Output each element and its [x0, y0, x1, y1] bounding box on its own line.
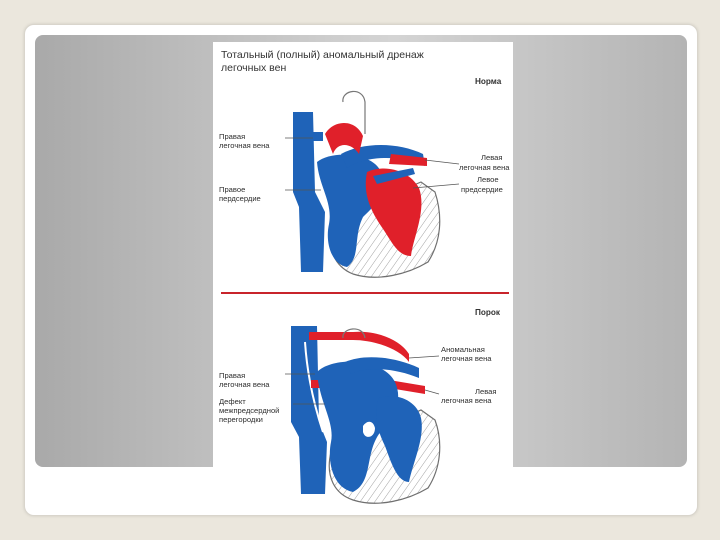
defect-left-vein-label-2: легочная вена — [441, 396, 492, 405]
normal-right-atrium-label-2: пердсердие — [219, 194, 261, 203]
normal-right-vein-label-1: Правая — [219, 132, 245, 141]
defect-anomalous-vein-label-1: Аномальная — [441, 345, 485, 354]
heart-diagram-figure: Тотальный (полный) аномальный дренаж лег… — [213, 42, 513, 514]
defect-right-vein-label-2: легочная вена — [219, 380, 270, 389]
normal-aorta — [325, 123, 363, 154]
defect-anomalous-vein — [309, 332, 409, 362]
defect-section-heading: Порок — [475, 308, 501, 317]
defect-vena-cava — [291, 326, 327, 494]
defect-anomalous-vein-label-2: легочная вена — [441, 354, 492, 363]
normal-right-vein-label-2: легочная вена — [219, 141, 270, 150]
figure-title-line2: легочных вен — [221, 62, 286, 74]
defect-septal-label-1: Дефект — [219, 397, 246, 406]
normal-left-atrium-label-2: предсердие — [461, 185, 503, 194]
normal-right-atrium-label-1: Правое — [219, 185, 245, 194]
normal-heart — [285, 91, 459, 277]
normal-section-heading: Норма — [475, 77, 502, 86]
normal-right-pulmonary-vein — [293, 132, 323, 141]
heart-diagram: Тотальный (полный) аномальный дренаж лег… — [213, 42, 513, 514]
defect-heart — [285, 326, 440, 503]
figure-title-line1: Тотальный (полный) аномальный дренаж — [221, 49, 424, 61]
defect-septal-label-3: перегородки — [219, 415, 263, 424]
defect-right-vein-label-1: Правая — [219, 371, 245, 380]
normal-left-vein-label-1: Левая — [481, 153, 503, 162]
defect-left-vein-label-1: Левая — [475, 387, 497, 396]
defect-septal-label-2: межпредсердной — [219, 406, 279, 415]
normal-left-atrium-label-1: Левое — [477, 175, 499, 184]
normal-left-vein-label-2: легочная вена — [459, 163, 510, 172]
